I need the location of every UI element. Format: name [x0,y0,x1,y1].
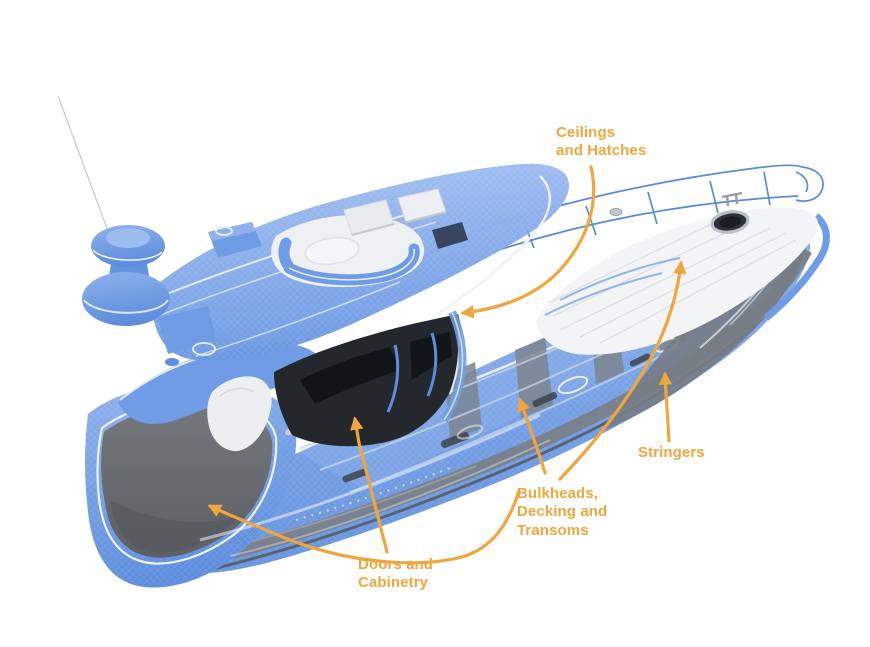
antenna [57,95,113,243]
label-doors-and-cabinetry: Doors and Cabinetry [358,556,434,592]
yacht [57,95,830,588]
arrow-ceilings-hatches [460,165,596,319]
arrow-doors-cabinetry [350,416,389,554]
helm-seats [343,188,468,249]
bow-cleat [721,191,743,207]
arrow-bulkheads [517,397,547,475]
stern [85,342,322,588]
callout-arrows [207,165,687,565]
label-bulkheads-decking-transoms: Bulkheads, Decking and Transoms [517,485,608,539]
flybridge-table [304,236,360,266]
deck-hatch [710,210,750,234]
flybridge-seating [208,188,468,288]
label-stringers: Stringers [638,444,705,461]
foredeck [536,191,819,355]
arrow-transoms [207,489,521,565]
radar-mast [82,225,216,366]
arrow-decking [558,260,687,481]
salon-interior [274,314,462,447]
label-ceilings-and-hatches: Ceilings and Hatches [556,124,647,160]
hull-highlights [199,413,551,557]
arrow-stringers [658,371,673,443]
cockpit-structure [207,376,272,452]
windlass [609,208,623,216]
